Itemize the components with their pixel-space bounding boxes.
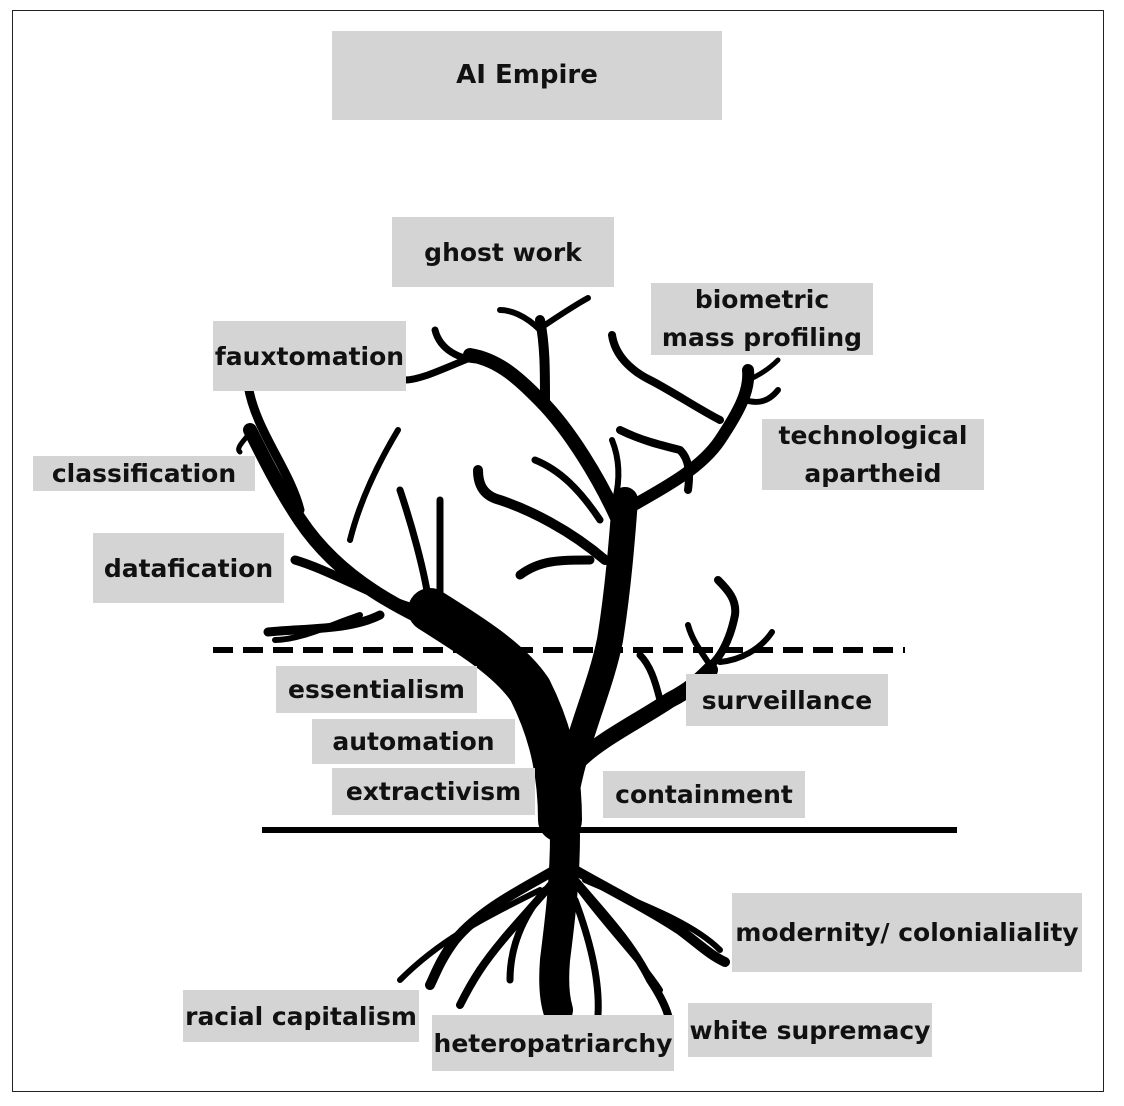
root-left-1 [425,865,560,990]
label-surveillance-text: surveillance [701,685,873,715]
branch-low-left-2 [272,612,363,643]
label-containment-text: containment [615,780,793,809]
label-fauxtomation: fauxtomation [213,321,406,391]
label-surveillance: surveillance [686,674,888,726]
label-datafication-text: datafication [103,553,274,583]
label-modernity: modernity/ colonialiality [732,893,1082,972]
branch-surv-right [717,629,775,665]
branch-center-faux [431,326,484,364]
label-white-supremacy-text: white supremacy [689,1015,931,1045]
branch-center-mid-2 [515,555,595,580]
label-heteropatriarchy-text: heteropatriarchy [433,1028,673,1058]
label-containment: containment [603,771,805,818]
root-left-4 [397,887,543,983]
label-technological-line1: technological [778,420,968,450]
title-text: AI Empire [456,60,598,90]
branch-center-faux2 [401,354,474,384]
label-racial-capitalism: racial capitalism [183,990,419,1042]
branch-left-to-faux [243,380,305,515]
branch-surv-left [685,622,715,671]
branch-surv-up [701,576,740,674]
label-essentialism-text: essentialism [288,675,465,704]
title-label: AI Empire [332,31,722,120]
branch-classif-twig [236,427,255,455]
branch-right-twig2 [745,357,781,383]
branch-center-up [535,315,550,405]
branch-center-mid-3 [531,456,604,524]
branch-center-mid [473,465,610,565]
branch-left-up-1 [347,427,401,543]
branch-right-main [619,364,755,516]
label-technological: technological apartheid [762,419,984,490]
label-datafication: datafication [93,533,284,603]
root-center [539,820,580,1025]
label-classification-text: classification [51,459,237,488]
label-automation: automation [312,719,515,764]
root-right-4 [571,896,602,1019]
root-right-5 [582,877,723,953]
branch-datafication [290,555,425,615]
root-right-3 [577,887,663,993]
figure-frame [12,10,1104,1092]
branch-right-lower [609,437,622,503]
branch-left-main [243,423,477,647]
label-technological-line2: apartheid [804,458,942,488]
label-fauxtomation-text: fauxtomation [214,341,405,371]
label-automation-text: automation [332,727,495,756]
branch-right-mid [616,426,693,494]
label-biometric-line1: biometric [694,285,830,314]
branch-right-twig [742,387,781,405]
branch-center-up-left [497,307,543,333]
label-biometric-line2: mass profiling [661,323,863,352]
label-ghost-work: ghost work [392,217,614,287]
label-extractivism-text: extractivism [345,777,522,806]
label-ghost-work-text: ghost work [424,237,582,267]
label-heteropatriarchy: heteropatriarchy [432,1015,674,1071]
branch-left-up-2 [396,486,434,614]
branch-center-up-right [542,295,591,328]
root-left-3 [506,886,549,984]
branch-right-up [608,331,724,424]
label-biometric: biometric mass profiling [651,283,873,355]
label-classification: classification [33,456,255,491]
tree-trunk-right [552,487,638,813]
branch-surv-small [636,651,664,704]
label-extractivism: extractivism [332,768,535,815]
label-modernity-text: modernity/ colonialiality [735,918,1079,947]
label-essentialism: essentialism [276,666,477,713]
label-racial-capitalism-text: racial capitalism [185,1001,417,1031]
label-white-supremacy: white supremacy [688,1003,932,1057]
